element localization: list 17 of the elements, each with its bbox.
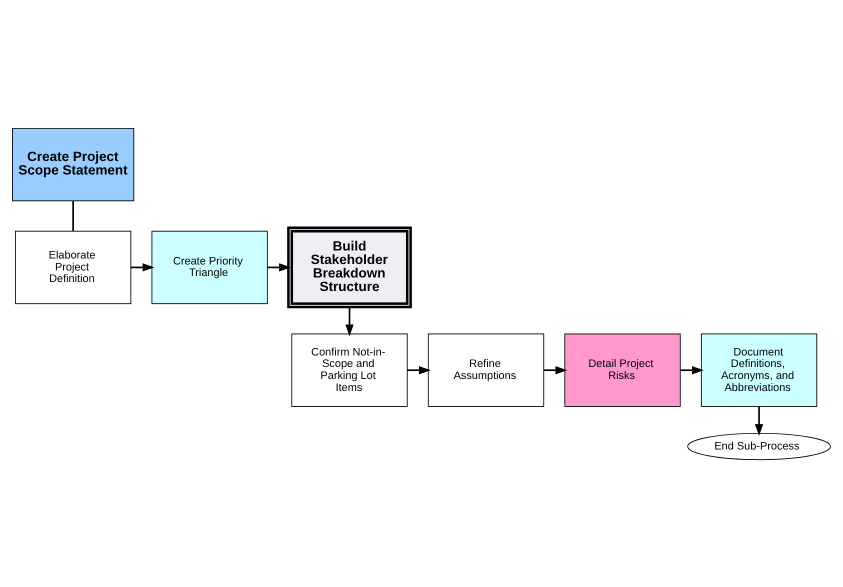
arrow bbox=[544, 366, 568, 374]
node-box: Refine Assumptions bbox=[428, 333, 544, 406]
node-box: Detail Project Risks bbox=[564, 333, 681, 406]
node-box: Document Definitions, Acronyms, and Abbreviations bbox=[700, 333, 818, 406]
arrow bbox=[754, 406, 764, 436]
node-box: Build Stakeholder Breakdown Structure bbox=[287, 226, 412, 308]
node-box: Create Project Scope Statement bbox=[12, 127, 134, 201]
node-box: Confirm Not-in-Scope and Parking Lot Items bbox=[291, 333, 408, 406]
arrow bbox=[680, 366, 704, 374]
arrow bbox=[345, 306, 354, 336]
node-box: Elaborate Project Definition bbox=[14, 230, 132, 304]
node-box: Create Priority Triangle bbox=[151, 230, 268, 304]
arrow bbox=[130, 262, 154, 272]
arrow bbox=[268, 262, 291, 272]
connector bbox=[72, 200, 74, 230]
node-ellipse: End Sub-Process bbox=[687, 432, 831, 460]
arrow bbox=[407, 366, 431, 374]
